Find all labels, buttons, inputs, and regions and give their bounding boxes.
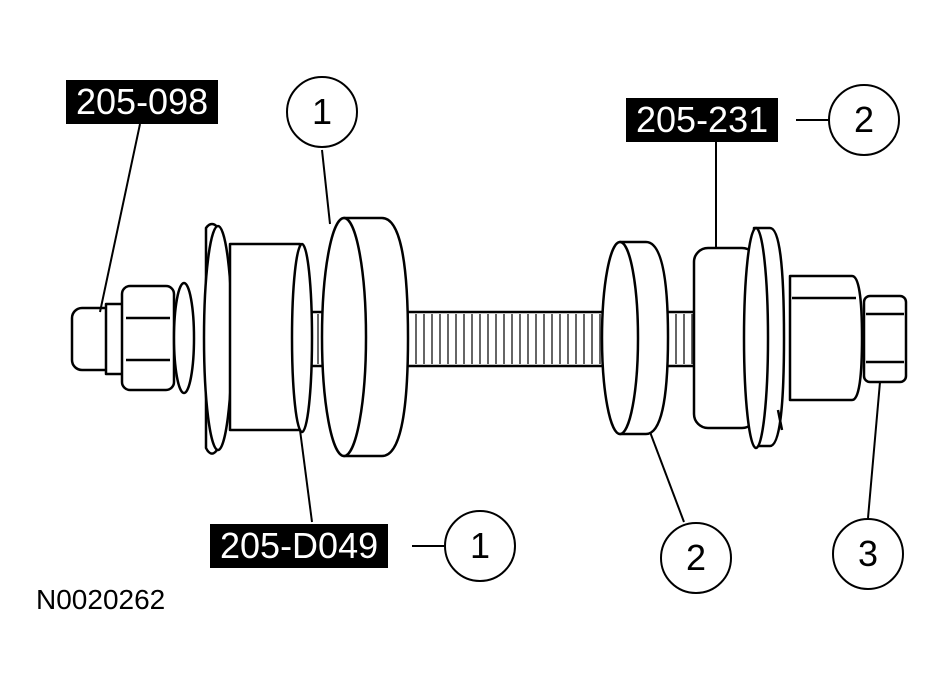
forcing-nut [788, 274, 864, 402]
installer-cup-205-231 [692, 226, 786, 450]
tool-tag-205-d049: 205-D049 [210, 524, 389, 568]
figure-id: N0020262 [36, 584, 166, 615]
leader-1-top [321, 149, 331, 225]
callout-3: 3 [832, 518, 904, 590]
leader-205-d049 [299, 429, 313, 523]
spacer-disc-1 [320, 216, 410, 458]
callout-2-top: 2 [828, 84, 900, 156]
callout-2-bottom: 2 [660, 522, 732, 594]
receiver-cup-205-d049 [202, 222, 314, 455]
spacer-disc-2 [600, 240, 670, 436]
leader-205-098 [99, 123, 141, 313]
left-nut [104, 284, 176, 392]
callout-1-top: 1 [286, 76, 358, 148]
left-washer [172, 281, 196, 395]
leader-3 [867, 381, 881, 519]
callout-1-bottom: 1 [444, 510, 516, 582]
tool-tag-205-098: 205-098 [66, 80, 219, 124]
leader-2-bottom [649, 431, 685, 523]
bolt-head-3 [862, 294, 908, 384]
tool-tag-205-231: 205-231 [626, 98, 779, 142]
rod-threads [301, 314, 693, 364]
